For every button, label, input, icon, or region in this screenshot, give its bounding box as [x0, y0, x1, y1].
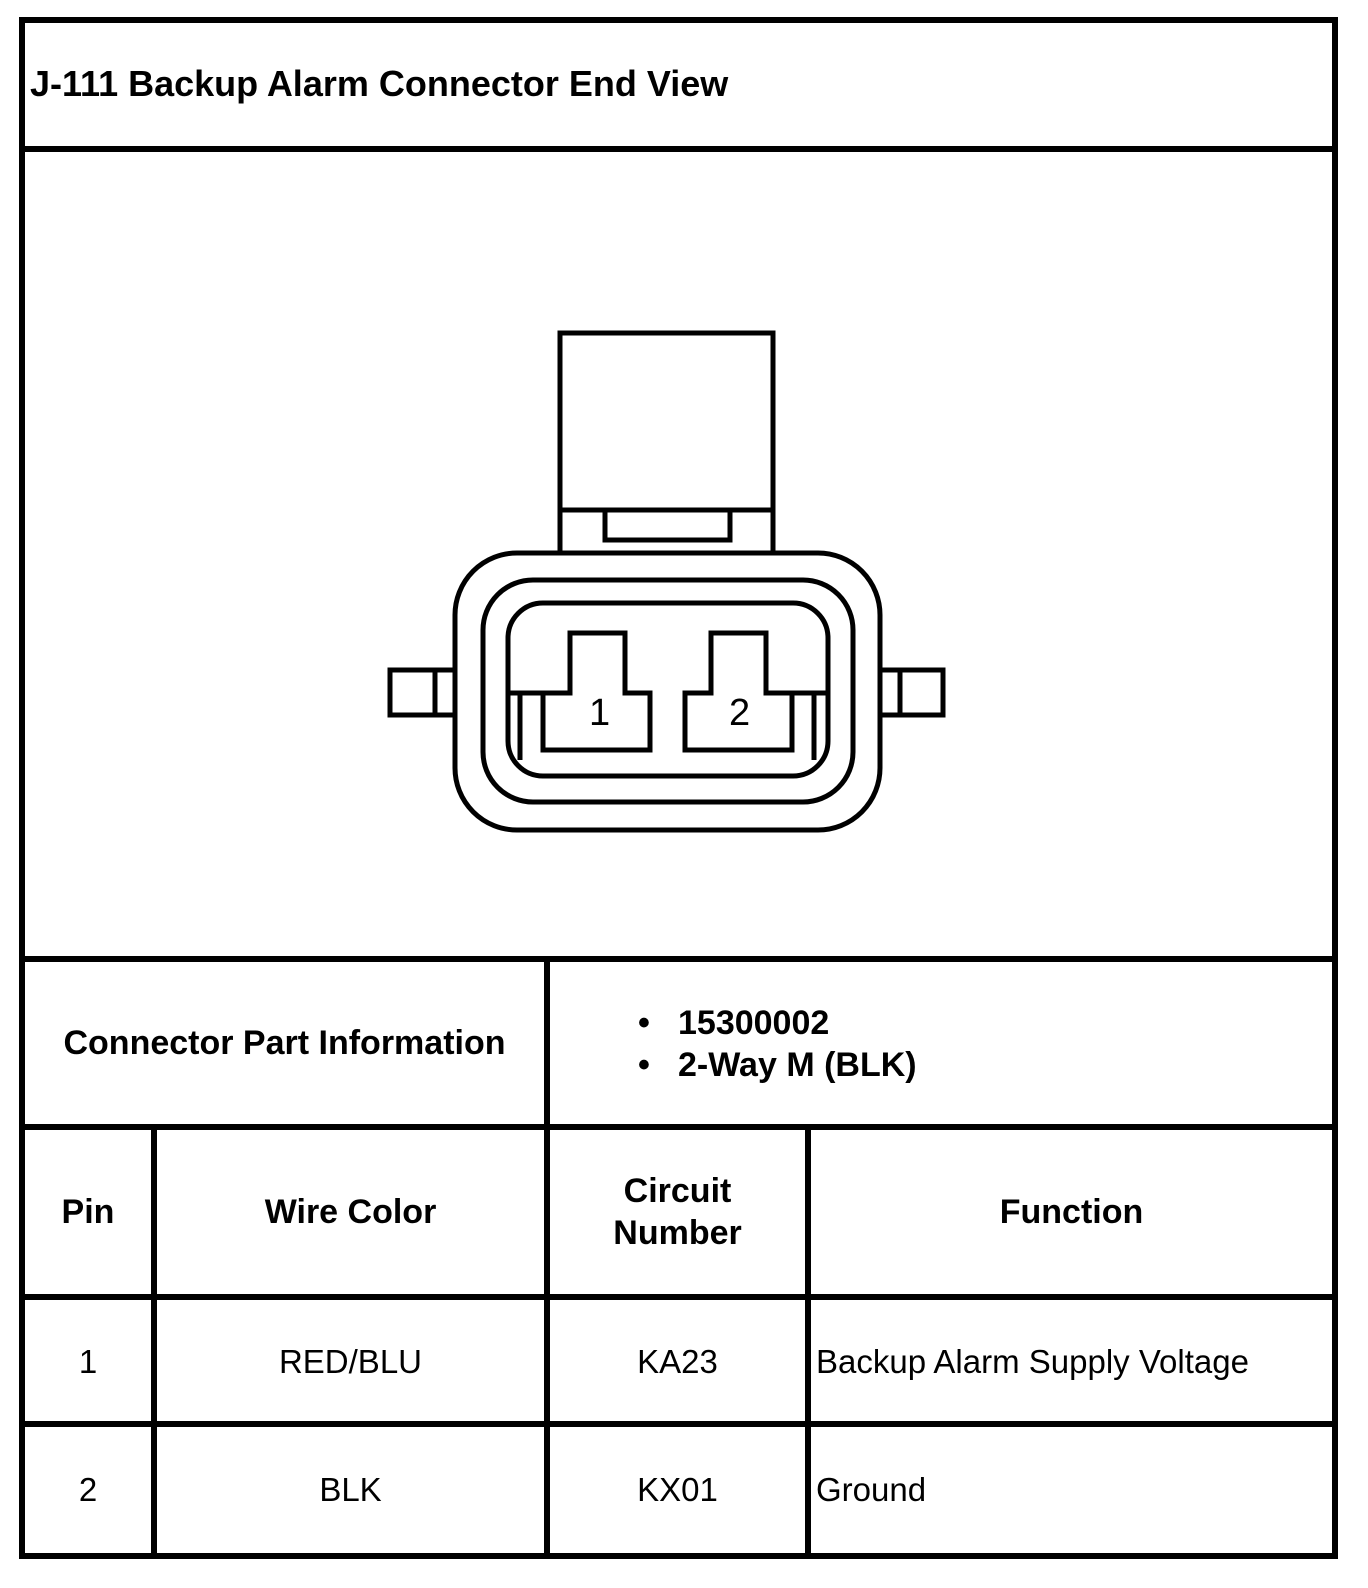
page-title: J-111 Backup Alarm Connector End View [30, 63, 729, 104]
part-info-bullet-1: • [638, 1004, 650, 1042]
locking-tab [557, 330, 776, 556]
row-1-circuit: KA23 [637, 1343, 718, 1380]
connector-body [452, 550, 883, 833]
row-2-circuit: KX01 [637, 1471, 718, 1508]
pin-label-2: 2 [729, 692, 751, 734]
row-1-pin: 1 [78, 1343, 98, 1380]
part-number: 15300002 [678, 1004, 830, 1042]
terminal-2 [682, 630, 795, 753]
part-info-bullet-2: • [638, 1046, 650, 1084]
header-circuit-line2: Number [613, 1214, 742, 1252]
right-ear [877, 667, 946, 718]
row-2-function: Ground [816, 1471, 927, 1508]
row-2-pin: 2 [78, 1471, 98, 1508]
row-2-wire-color: BLK [319, 1471, 382, 1508]
left-ear [387, 667, 458, 718]
header-circuit-line1: Circuit [623, 1172, 732, 1210]
row-1-function: Backup Alarm Supply Voltage [816, 1343, 1249, 1380]
header-function: Function [999, 1193, 1144, 1231]
header-pin: Pin [61, 1193, 115, 1231]
part-info-label: Connector Part Information [63, 1024, 506, 1062]
pin-label-1: 1 [589, 692, 611, 734]
row-1-wire-color: RED/BLU [278, 1343, 423, 1380]
terminal-1 [540, 630, 653, 753]
connector-end-view-drawing [387, 330, 946, 833]
header-wire-color: Wire Color [264, 1193, 437, 1231]
part-description: 2-Way M (BLK) [678, 1046, 917, 1084]
